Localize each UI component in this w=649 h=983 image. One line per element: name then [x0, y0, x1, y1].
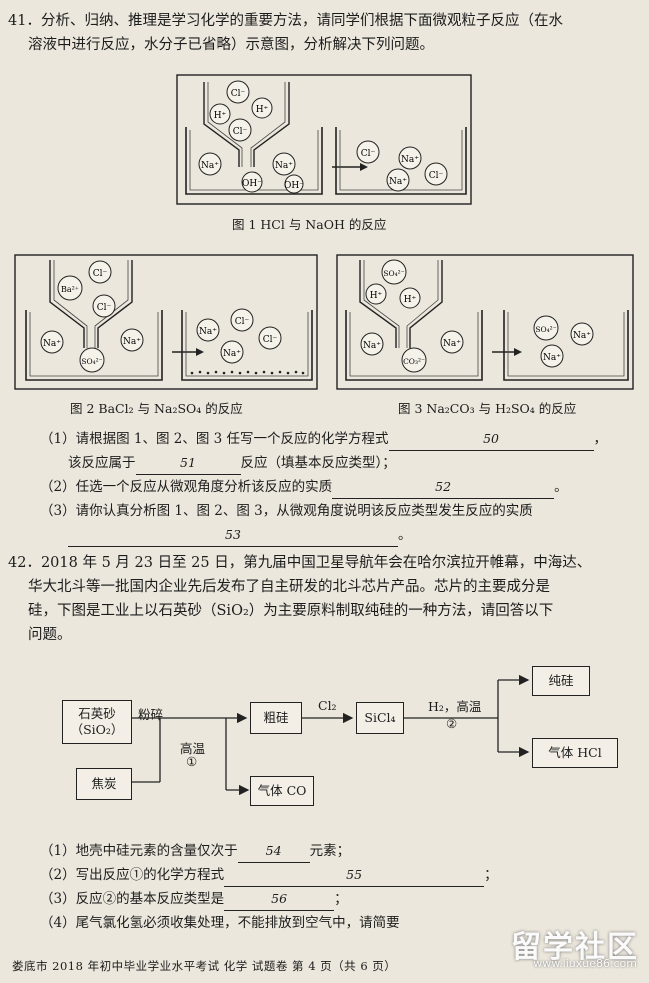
answer-blank-50[interactable]: 50: [388, 428, 594, 451]
ion-cl: Cl⁻: [97, 303, 112, 313]
flow-box-coke: 焦炭: [76, 768, 132, 800]
beaker-right: [503, 310, 629, 381]
ion-co3: CO₃²⁻: [403, 357, 425, 366]
ion-na: Na⁺: [223, 349, 241, 359]
q42-sub4: （4）尾气氯化氢必须收集处理，不能排放到空气中，请简要: [40, 915, 400, 931]
ion-oh: OH⁻: [242, 179, 262, 189]
ion-na: Na⁺: [363, 341, 381, 351]
ion-cl: Cl⁻: [93, 269, 108, 279]
q42-stem-line4: 问题。: [28, 627, 72, 643]
figure-3-na2co3-h2so4: SO₄²⁻ H⁺ H⁺ Na⁺ CO₃²⁻ Na⁺ SO₄²⁻ Na⁺ Na⁺: [336, 254, 634, 390]
flow-box-quartz: 石英砂 （SiO₂）: [62, 700, 132, 744]
ion-h: H⁺: [214, 111, 227, 121]
ion-cl: Cl⁻: [231, 89, 246, 99]
ion-so4: SO₄²⁻: [535, 325, 556, 334]
figure-2-bacl2-na2so4: Cl⁻ Ba²⁺ Cl⁻ Na⁺ SO₄²⁻ Na⁺ Na⁺ Cl⁻ Cl⁻ N…: [14, 254, 318, 390]
ion-na: Na⁺: [443, 339, 461, 349]
ion-oh: OH⁻: [284, 181, 304, 191]
answer-blank-51[interactable]: 51: [135, 452, 241, 475]
ion-na: Na⁺: [123, 337, 141, 347]
figure-3-frame: [336, 254, 634, 390]
figure-1-caption: 图 1 HCl 与 NaOH 的反应: [232, 217, 387, 232]
flow-box-hcl-gas: 气体 HCl: [532, 738, 618, 768]
q42-stem-line1: 42．2018 年 5 月 23 日至 25 日，第九届中国卫星导航年会在哈尔滨…: [8, 555, 592, 571]
watermark-url: www.liuxue86.com: [533, 957, 637, 970]
watermark-brand: 留学社区: [511, 930, 639, 965]
answer-blank-52[interactable]: 52: [332, 476, 555, 499]
ion-na: Na⁺: [389, 177, 407, 187]
ion-cl: Cl⁻: [235, 317, 250, 327]
flow-label-step2: ②: [446, 716, 458, 731]
ion-so4: SO₄²⁻: [383, 269, 404, 278]
answer-blank-55[interactable]: 55: [224, 864, 485, 887]
ion-cl: Cl⁻: [263, 335, 278, 345]
flow-label-cl2: Cl₂: [318, 698, 337, 713]
beaker-left: [345, 310, 483, 381]
beaker-left: [185, 127, 323, 195]
ion-na: Na⁺: [275, 161, 293, 171]
figure-2-frame: [14, 254, 318, 390]
flow-box-crude-si: 粗硅: [250, 702, 302, 734]
ion-na: Na⁺: [543, 353, 561, 363]
page-footer: 娄底市 2018 年初中毕业学业水平考试 化学 试题卷 第 4 页（共 6 页）: [12, 959, 397, 973]
beaker-right: [335, 127, 467, 195]
ion-h: H⁺: [404, 295, 417, 305]
flow-box-pure-si: 纯硅: [532, 666, 590, 696]
ion-h: H⁺: [370, 291, 383, 301]
funnel: [49, 260, 133, 348]
flow-diagram-arrows: [132, 674, 530, 796]
q41-sub3: （3）请你认真分析图 1、图 2、图 3，从微观角度说明该反应类型发生反应的实质: [40, 503, 533, 519]
funnel: [359, 260, 443, 348]
ion-ba: Ba²⁺: [61, 285, 79, 294]
answer-blank-54[interactable]: 54: [237, 840, 310, 863]
beaker-left: [25, 310, 163, 381]
ion-h: H⁺: [256, 105, 269, 115]
q41-stem-line1: 41．分析、归纳、推理是学习化学的重要方法，请同学们根据下面微观粒子反应（在水: [8, 13, 563, 29]
flow-label-crush: 粉碎: [138, 707, 164, 722]
flow-label-step1: ①: [186, 754, 198, 769]
answer-blank-53[interactable]: 53: [68, 524, 398, 547]
flow-label-high-temp: 高温: [180, 741, 206, 756]
flow-box-co-gas: 气体 CO: [250, 776, 314, 806]
ion-cl: Cl⁻: [361, 149, 376, 159]
funnel: [203, 82, 290, 167]
beaker-right: [181, 310, 313, 381]
ion-cl: Cl⁻: [233, 127, 248, 137]
figure-1-hcl-naoh: Cl⁻ H⁺ H⁺ Cl⁻ Na⁺ OH⁻ Na⁺ OH⁻ Cl⁻ Na⁺ Na…: [176, 74, 472, 205]
q41-sub3-line2: 53。: [68, 524, 412, 547]
q41-stem-line2: 溶液中进行反应，水分子已省略）示意图，分析解决下列问题。: [28, 37, 434, 53]
ion-na: Na⁺: [201, 161, 219, 171]
q41-sub1-text: （1）请根据图 1、图 2、图 3 任写一个反应的化学方程式: [40, 431, 389, 447]
flow-label-h2-high-temp: H₂，高温: [428, 699, 482, 714]
answer-blank-56[interactable]: 56: [224, 888, 335, 911]
figure-3-caption: 图 3 Na₂CO₃ 与 H₂SO₄ 的反应: [398, 401, 577, 416]
ion-na: Na⁺: [573, 331, 591, 341]
q42-stem-line2: 华大北斗等一批国内企业先后发布了自主研发的北斗芯片产品。芯片的主要成分是: [28, 579, 550, 595]
ion-na: Na⁺: [43, 339, 61, 349]
figure-1-frame: [176, 74, 472, 205]
figure-2-caption: 图 2 BaCl₂ 与 Na₂SO₄ 的反应: [70, 401, 243, 416]
ion-na: Na⁺: [199, 327, 217, 337]
ion-na: Na⁺: [401, 155, 419, 165]
flow-box-sicl4: SiCl₄: [356, 702, 404, 734]
precipitate-dots: [190, 370, 305, 375]
ion-so4: SO₄²⁻: [81, 357, 102, 366]
q42-stem-line3: 硅，下图是工业上以石英砂（SiO₂）为主要原料制取纯硅的一种方法，请回答以下: [28, 603, 554, 619]
ion-cl: Cl⁻: [429, 171, 444, 181]
